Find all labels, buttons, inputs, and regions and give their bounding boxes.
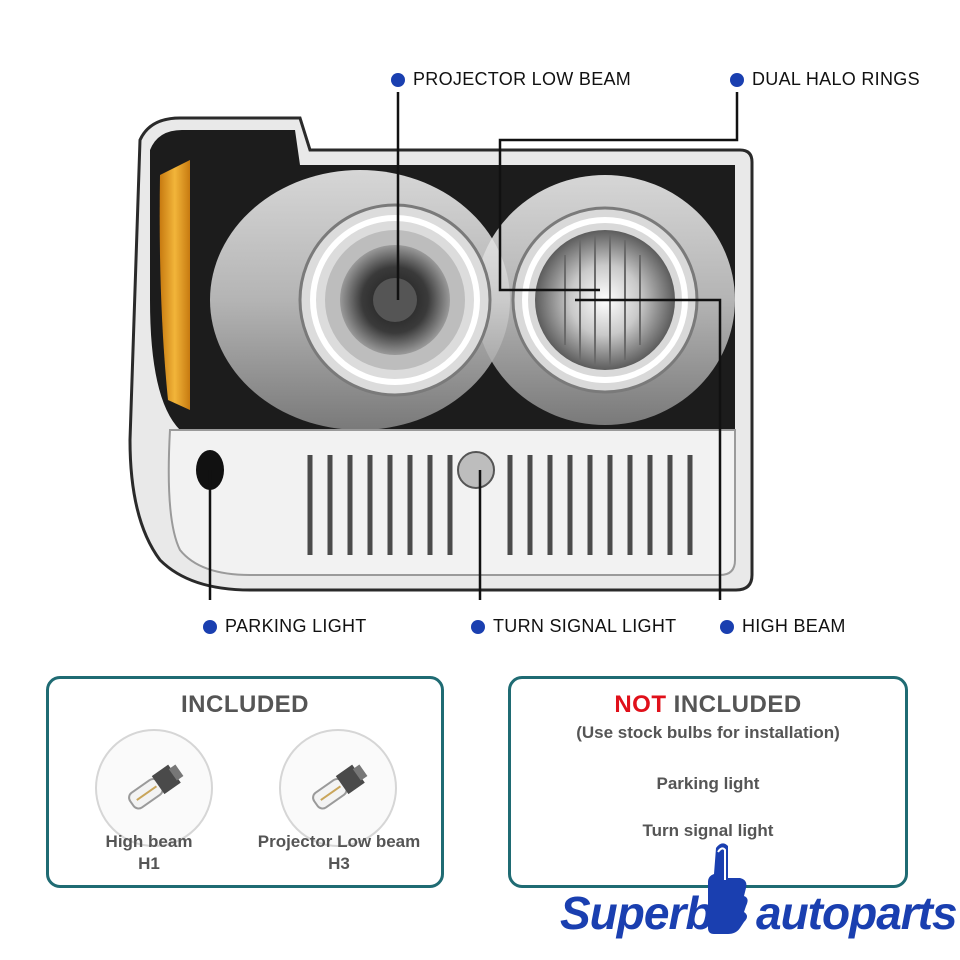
included-label: INCLUDED: [673, 691, 802, 718]
not-included-item: Parking light: [656, 774, 760, 793]
callout-label: DUAL HALO RINGS: [752, 69, 920, 89]
bulb-type: H3: [328, 854, 350, 873]
brand-logo-right: autoparts: [756, 887, 958, 939]
callout-dual-halo-rings: DUAL HALO RINGS: [730, 69, 920, 90]
bulb-caption-h1: High beam H1: [69, 831, 229, 875]
bulb-icon: [312, 764, 368, 810]
bullet-dot: [391, 72, 405, 87]
headlight-illustration: [128, 92, 754, 600]
bulb-image-h1: [95, 729, 213, 847]
bullet-dot: [203, 619, 217, 634]
bullet-dot: [730, 72, 744, 87]
callout-turn-signal-light: TURN SIGNAL LIGHT: [471, 616, 676, 637]
callout-label: PARKING LIGHT: [225, 616, 367, 636]
callout-high-beam: HIGH BEAM: [720, 616, 846, 637]
included-panel: INCLUDED High beam H1 Projector Low beam: [46, 676, 444, 888]
not-included-title: NOT INCLUDED: [511, 691, 905, 719]
bullet-dot: [720, 619, 734, 634]
callout-label: PROJECTOR LOW BEAM: [413, 69, 632, 89]
callout-parking-light: PARKING LIGHT: [203, 616, 367, 637]
bulb-name: Projector Low beam: [257, 832, 421, 851]
bulb-image-h3: [279, 729, 397, 847]
not-included-subtitle: (Use stock bulbs for installation): [576, 723, 840, 742]
not-included-item: Turn signal light: [642, 821, 774, 840]
included-title: INCLUDED: [181, 691, 309, 718]
bulb-type: H1: [138, 854, 160, 873]
callout-label: HIGH BEAM: [742, 616, 846, 636]
callout-projector-low-beam: PROJECTOR LOW BEAM: [391, 69, 631, 90]
brand-logo-left: Superb: [560, 887, 713, 939]
bulb-caption-h3: Projector Low beam H3: [239, 831, 439, 875]
bulb-icon: [128, 764, 184, 810]
thumbs-up-icon: [708, 843, 748, 934]
bullet-dot: [471, 619, 485, 634]
bulb-name: High beam: [105, 832, 193, 851]
callout-label: TURN SIGNAL LIGHT: [493, 616, 677, 636]
not-label: NOT: [614, 691, 667, 718]
not-included-panel: NOT INCLUDED (Use stock bulbs for instal…: [508, 676, 908, 888]
